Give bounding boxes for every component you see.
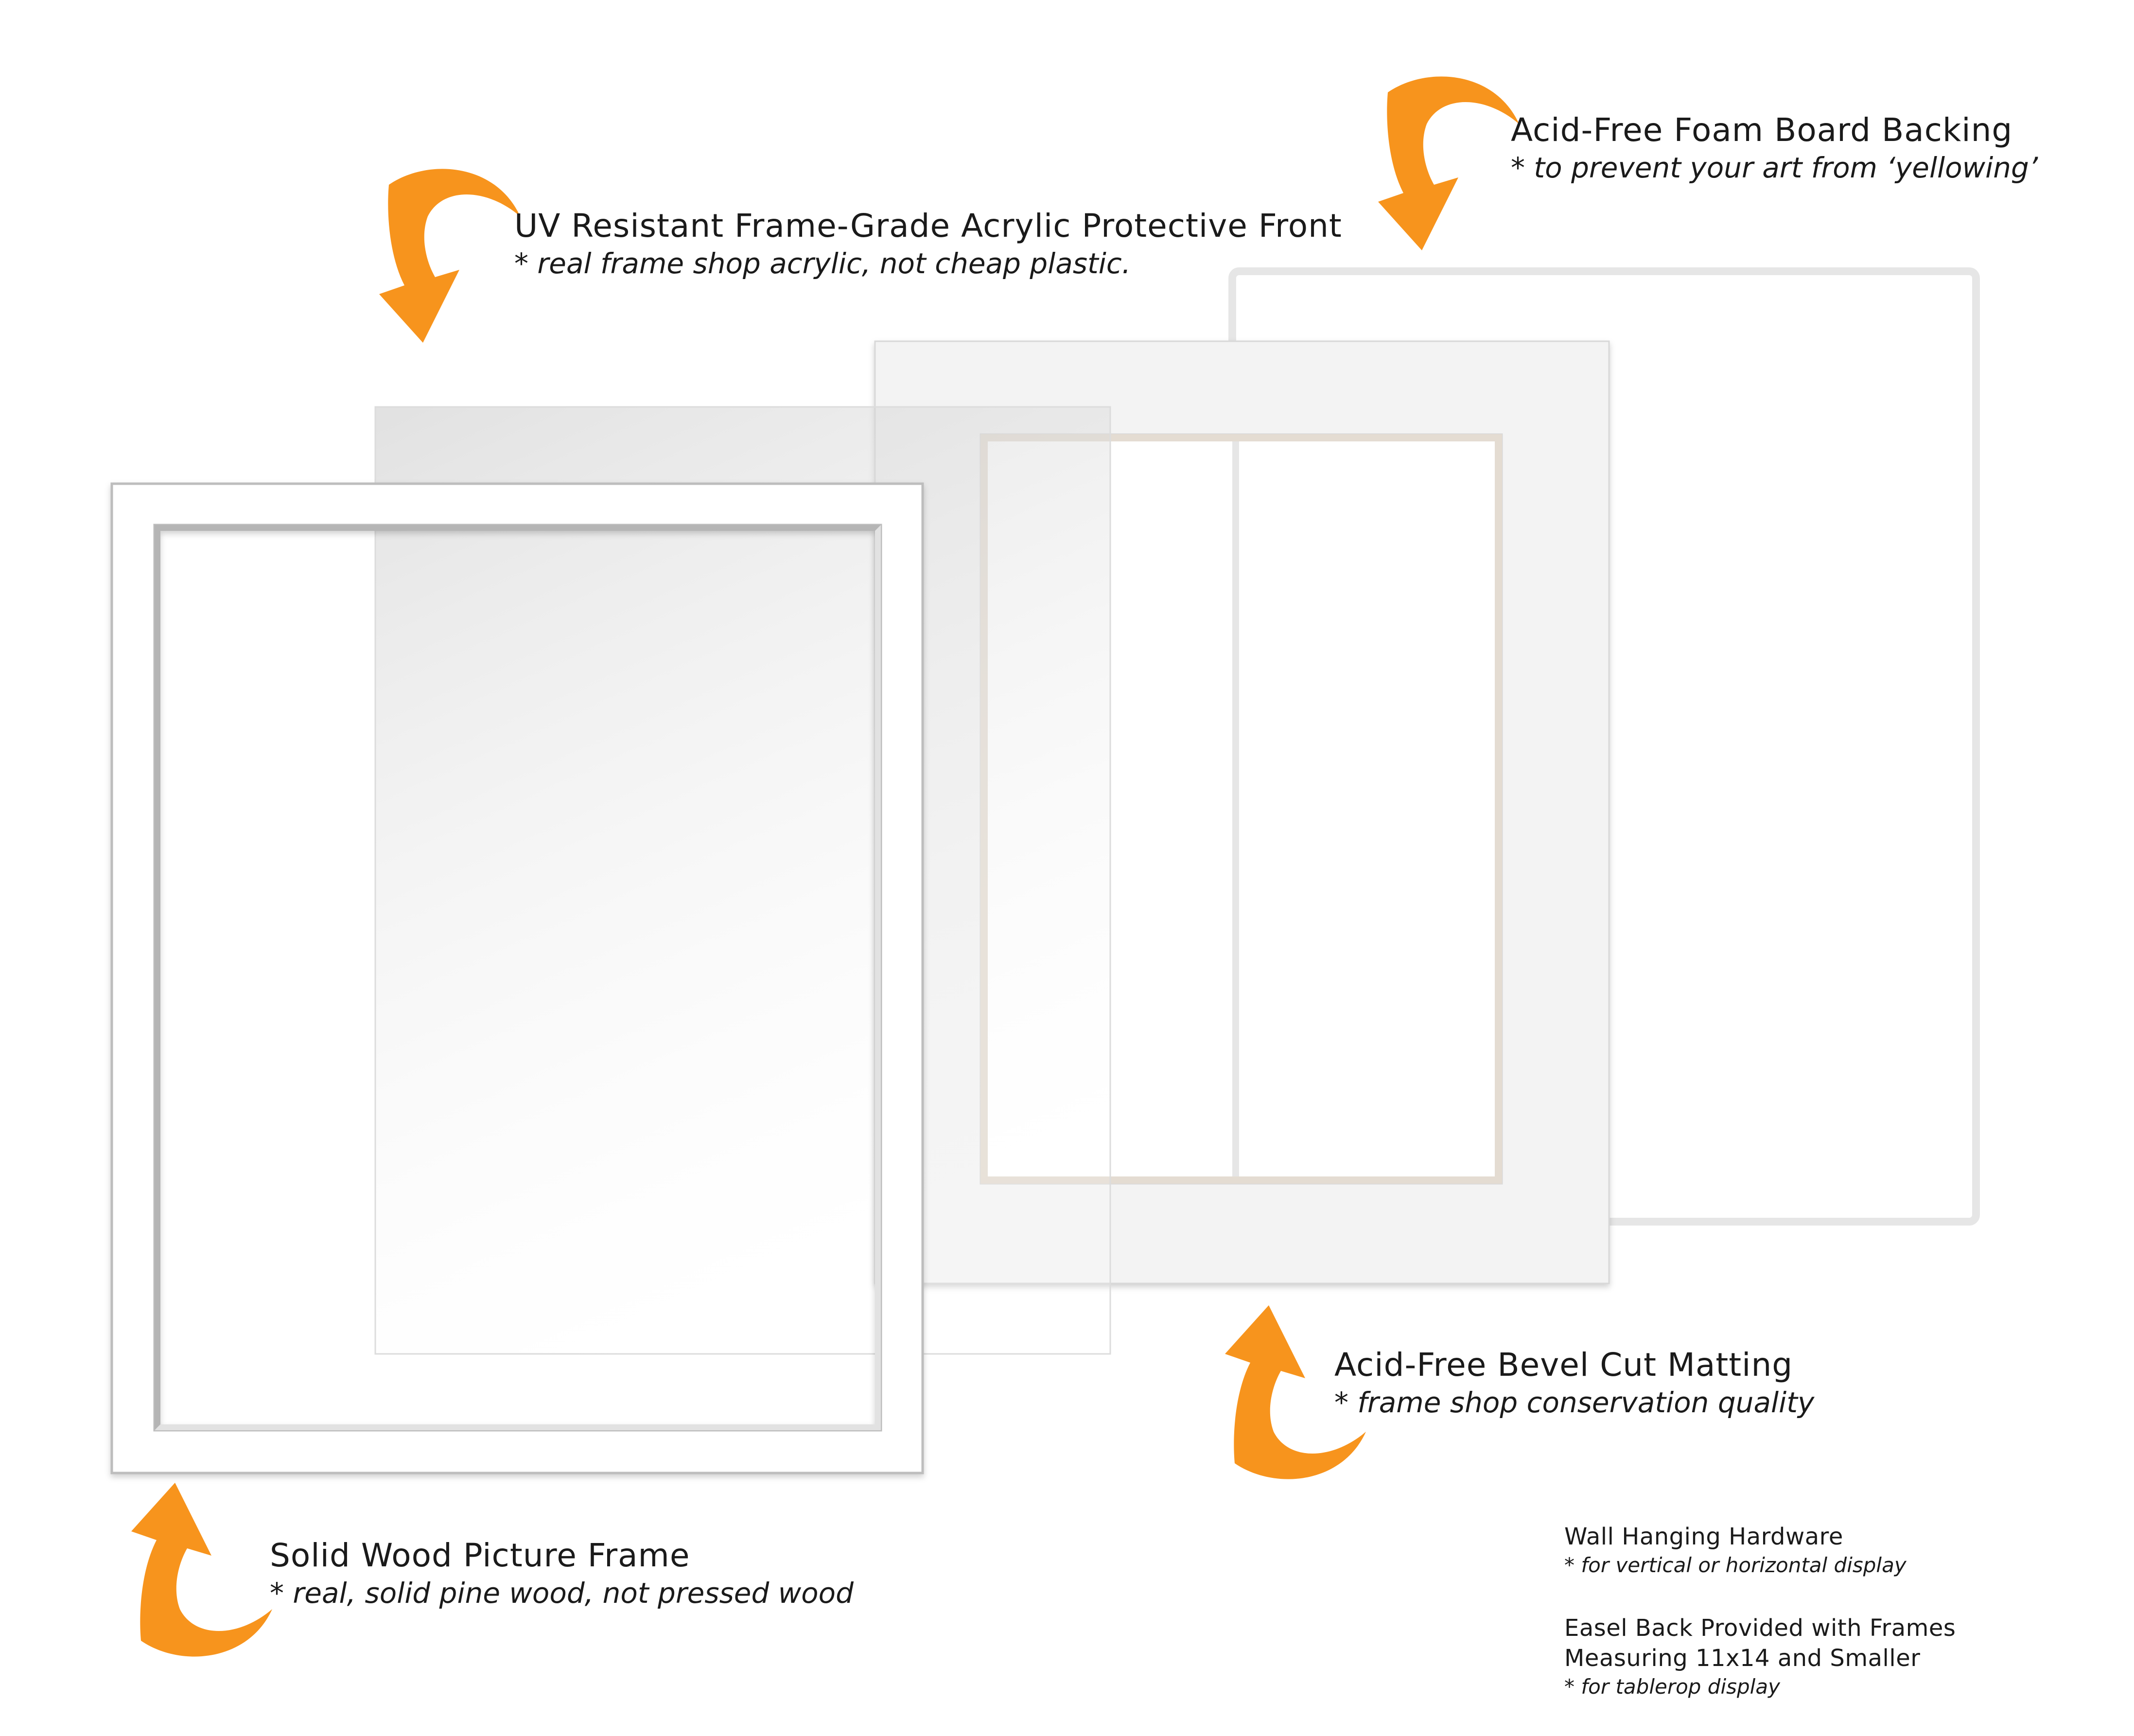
easel-line-2: Measuring 11x14 and Smaller: [1564, 1645, 1921, 1672]
hardware-title: Wall Hanging Hardware: [1564, 1523, 1843, 1550]
acrylic-label: UV Resistant Frame-Grade Acrylic Protect…: [514, 207, 1342, 281]
foam-board-title: Acid-Free Foam Board Backing: [1511, 111, 2013, 149]
acrylic-title: UV Resistant Frame-Grade Acrylic Protect…: [514, 207, 1342, 245]
hardware-note: * for vertical or horizontal display: [1564, 1553, 1907, 1577]
spacer: [1564, 1579, 1956, 1613]
solid-wood-picture-frame: [110, 482, 924, 1474]
frame-title: Solid Wood Picture Frame: [270, 1537, 690, 1574]
matting-title: Acid-Free Bevel Cut Matting: [1334, 1346, 1793, 1384]
acrylic-front-sheet: [374, 406, 1111, 1355]
curved-arrow-icon: [1378, 76, 1519, 250]
matting-note: * frame shop conservation quality: [1334, 1386, 1815, 1419]
frame-label: Solid Wood Picture Frame * real, solid p…: [270, 1536, 854, 1611]
foam-board-label: Acid-Free Foam Board Backing * to preven…: [1511, 111, 2038, 186]
acrylic-note: * real frame shop acrylic, not cheap pla…: [514, 247, 1131, 280]
matting-label: Acid-Free Bevel Cut Matting * frame shop…: [1334, 1346, 1814, 1420]
frame-note: * real, solid pine wood, not pressed woo…: [270, 1577, 854, 1610]
foam-board-note: * to prevent your art from ‘yellowing’: [1511, 151, 2038, 184]
curved-arrow-icon: [379, 169, 520, 343]
foam-board-edge: [1232, 441, 1239, 1176]
curved-arrow-icon: [131, 1483, 272, 1657]
easel-note: * for tablerop display: [1564, 1675, 1780, 1699]
hardware-info: Wall Hanging Hardware * for vertical or …: [1564, 1522, 1956, 1701]
easel-line-1: Easel Back Provided with Frames: [1564, 1614, 1956, 1642]
